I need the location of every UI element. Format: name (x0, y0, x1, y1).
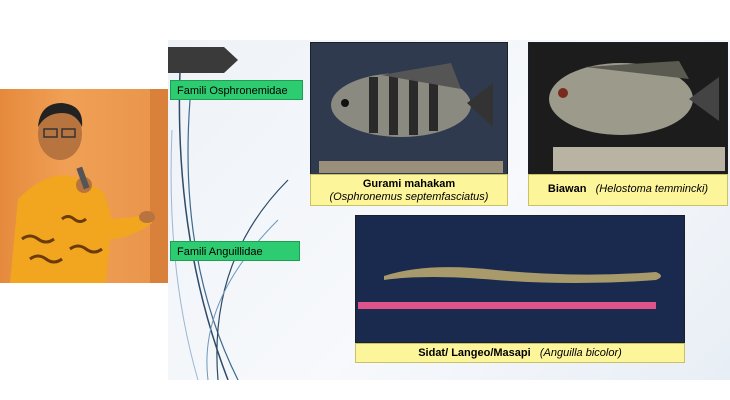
photo-biawan (528, 42, 728, 175)
caption-biawan: Biawan (Helostoma temmincki) (528, 174, 728, 206)
caption-sidat: Sidat/ Langeo/Masapi (Anguilla bicolor) (355, 343, 685, 363)
photo-sidat (355, 215, 685, 343)
fish-scientific-biawan: (Helostoma temmincki) (595, 183, 709, 195)
fish-name-gurami: Gurami mahakam (362, 178, 456, 190)
speaker-video (0, 89, 168, 283)
fish-scientific-sidat: (Anguilla bicolor) (539, 347, 622, 359)
photo-gurami (310, 42, 508, 175)
gurami-image (311, 43, 507, 174)
speaker-figure (10, 89, 168, 283)
biawan-image (529, 43, 727, 174)
presentation-slide: Famili Osphronemidae Famili Anguillidae … (168, 40, 730, 380)
family-label-osphronemidae: Famili Osphronemidae (170, 80, 303, 100)
caption-gurami: Gurami mahakam (Osphronemus septemfascia… (310, 174, 508, 206)
sidat-image (356, 216, 684, 342)
family-label-anguillidae: Famili Anguillidae (170, 241, 300, 261)
fish-name-biawan: Biawan (547, 183, 587, 195)
fish-name-sidat: Sidat/ Langeo/Masapi (418, 347, 531, 359)
fish-scientific-gurami: (Osphronemus septemfasciatus) (329, 191, 489, 203)
section-arrow-icon (168, 47, 238, 73)
